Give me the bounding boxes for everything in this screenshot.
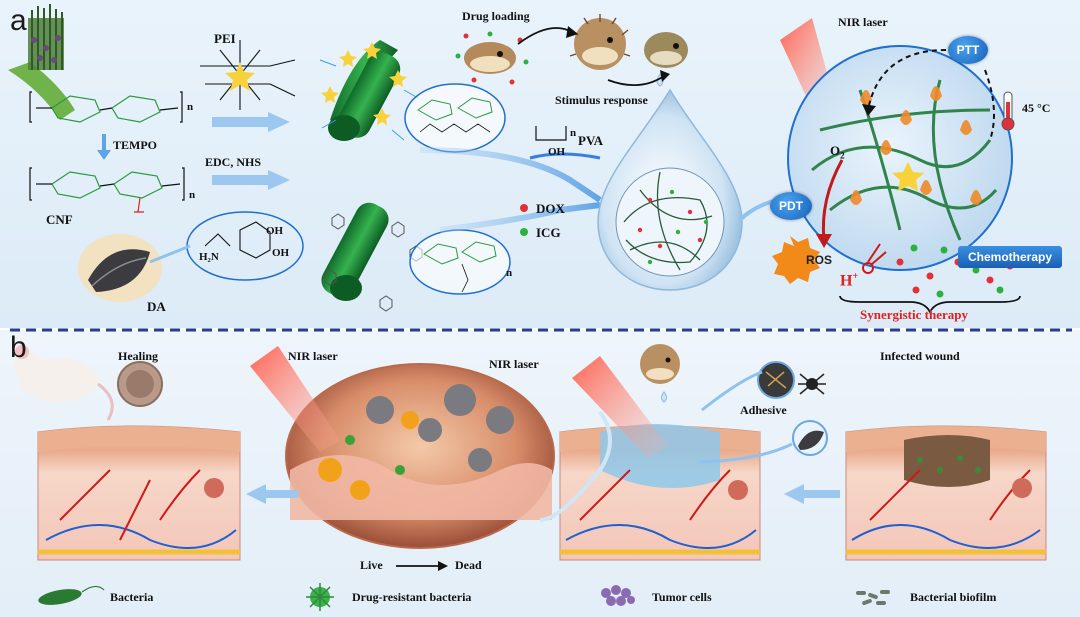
ros-label: ROS [805,253,832,267]
nir-laser-label-b2: NIR laser [489,357,539,371]
edc-nhs-label: EDC, NHS [205,155,262,169]
o2-label: O2 [830,144,845,161]
o2-subscript: 2 [840,150,845,161]
pva-label: PVA [578,133,604,148]
synergistic-therapy-label: Synergistic therapy [860,307,968,322]
live-label: Live [360,558,383,572]
proton-base: H [840,272,853,290]
proton-label: H+ [840,272,858,289]
tempo-label: TEMPO [113,138,157,152]
cnf-label: CNF [46,212,73,227]
legend-drug-resistant-bacteria: Drug-resistant bacteria [352,590,472,604]
ros-badge: ROS [798,250,840,270]
legend-bacteria: Bacteria [110,590,154,604]
nir-laser-label-a: NIR laser [838,15,888,29]
chemotherapy-badge: Chemotherapy [958,246,1062,268]
nir-laser-label-b1: NIR laser [288,349,338,363]
da-oh-bottom: OH [272,247,290,259]
n-subscript-2: n [189,189,196,201]
adhesive-label: Adhesive [740,403,787,417]
infected-wound-label: Infected wound [880,349,960,363]
n-subscript-3: n [506,267,513,279]
drug-loading-label: Drug loading [462,9,530,23]
panel-a-letter: a [10,4,27,37]
dox-label: DOX [536,201,565,216]
dead-label: Dead [455,558,482,572]
legend-bacterial-biofilm: Bacterial biofilm [910,590,997,604]
ptt-badge: PTT [948,36,988,64]
healing-label: Healing [118,349,159,363]
da-oh-top: OH [266,225,284,237]
legend-tumor-cells: Tumor cells [652,590,712,604]
proton-superscript: + [852,271,859,282]
pva-oh-label: OH [548,146,566,158]
temperature-label: 45 °C [1022,102,1050,114]
n-subscript-1: n [187,101,194,113]
panel-b-letter: b [10,331,27,364]
temperature-unit: °C [1037,101,1051,115]
ptt-label: PTT [956,43,980,57]
pdt-label: PDT [779,199,803,213]
pdt-badge: PDT [770,192,812,220]
temperature-value: 45 [1022,101,1034,115]
da-h2n-label: H₂N [199,251,219,263]
pei-label: PEI [214,31,236,46]
icg-label: ICG [536,225,561,240]
da-label: DA [147,299,166,314]
o2-base: O [830,143,841,158]
chemotherapy-label: Chemotherapy [967,250,1053,264]
n-subscript-pva: n [570,127,577,139]
stimulus-response-label: Stimulus response [555,93,648,107]
